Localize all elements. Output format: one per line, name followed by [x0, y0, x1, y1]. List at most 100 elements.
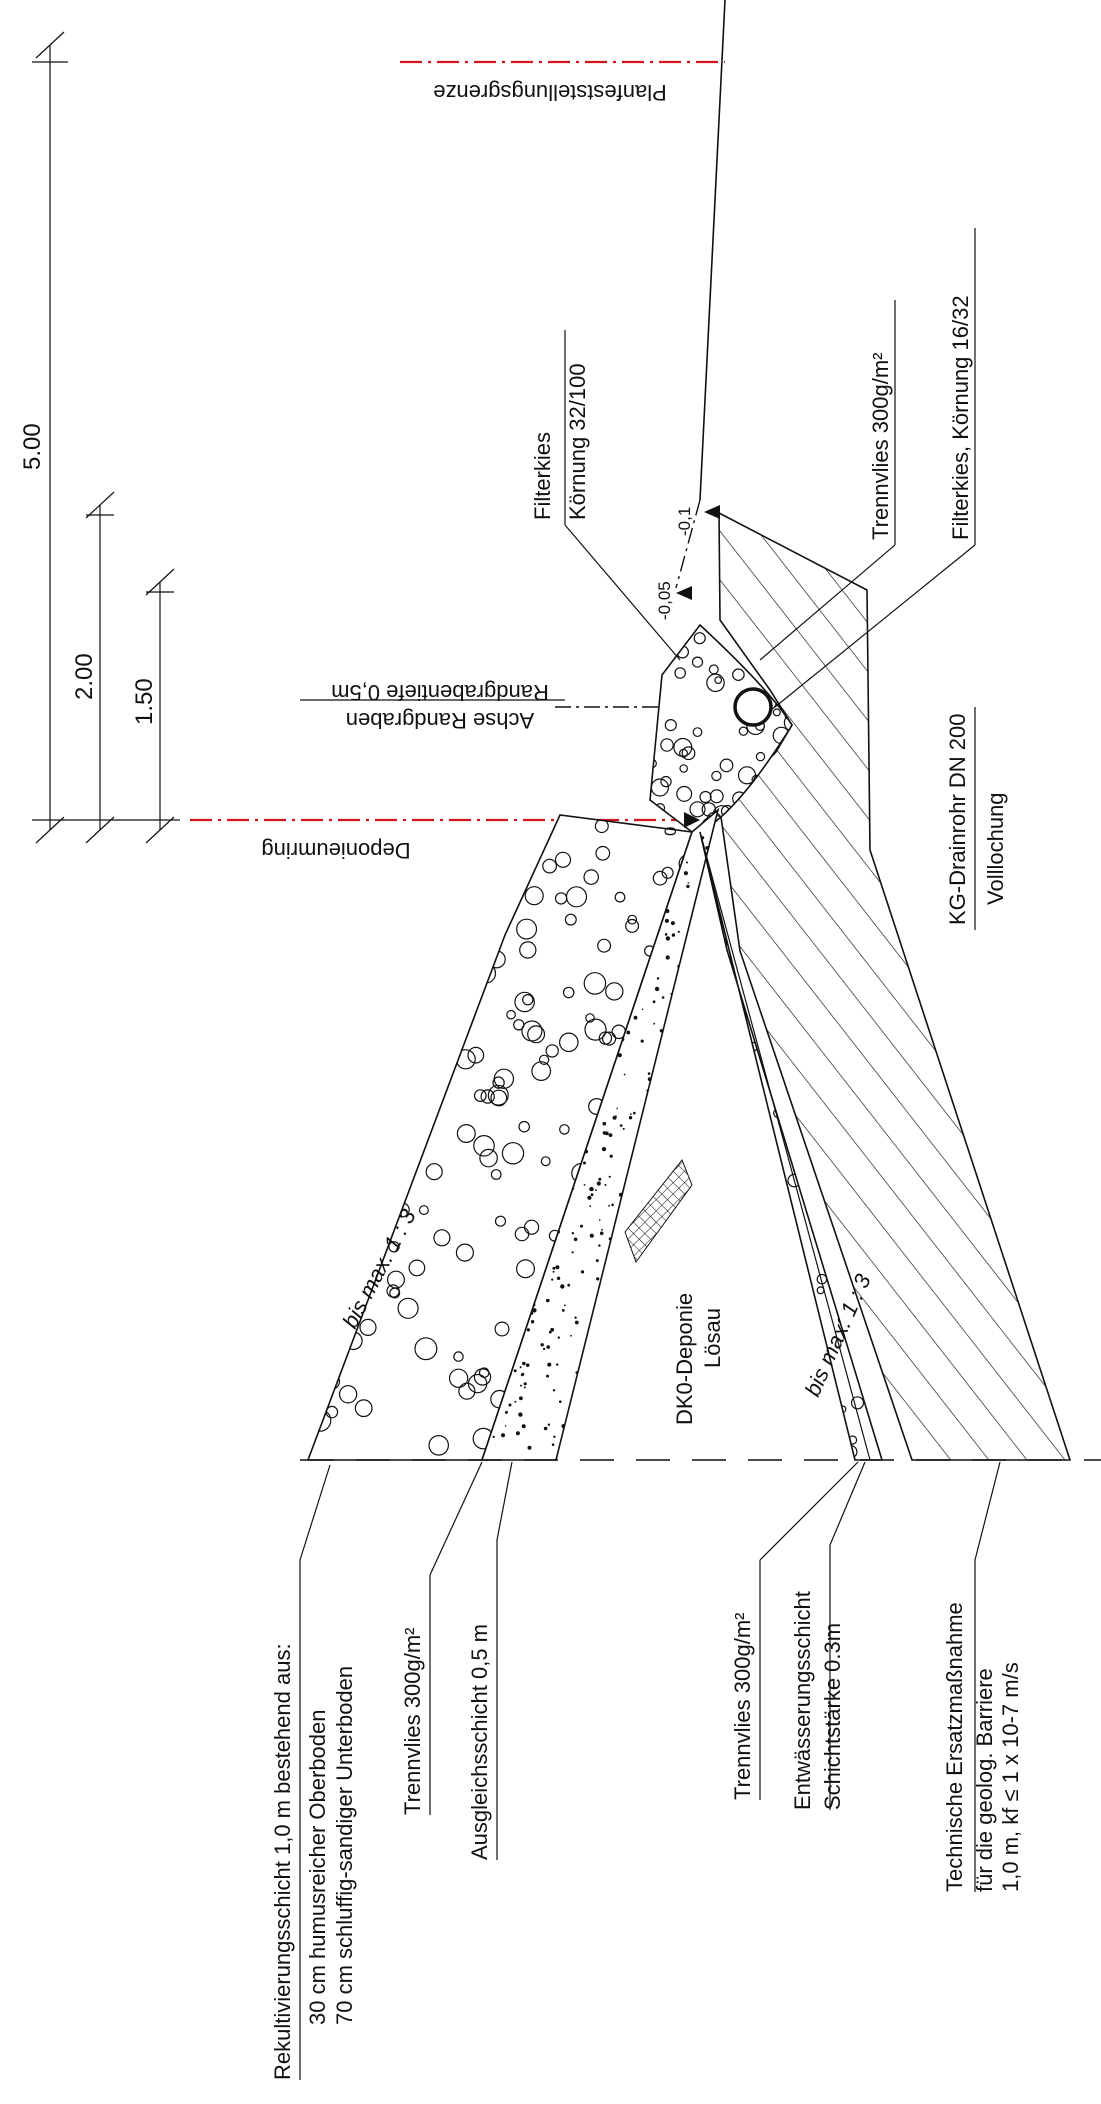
tech-label-1: Technische Ersatzmaßnahme: [942, 1602, 967, 1892]
rek-pebble: [473, 1089, 487, 1102]
rek-pebble: [493, 1068, 515, 1090]
entw-pebble: [709, 1042, 723, 1056]
ausgleich-dot: [674, 1213, 678, 1216]
rek-pebble: [338, 1385, 358, 1404]
ausgleich-dot: [616, 1363, 620, 1366]
ausgleich-dot: [488, 845, 494, 850]
ausgleich-dot: [544, 805, 546, 807]
entw-pebble: [758, 1347, 771, 1359]
rek-pebble: [605, 1254, 618, 1267]
bottom-legend: Rekultivierungsschicht 1,0 m bestehend a…: [270, 1461, 1023, 2080]
ausgleich-dot: [639, 1299, 642, 1302]
ausgleich-dot: [666, 1029, 671, 1034]
rek-pebble: [494, 1321, 510, 1337]
ausgleich-dot: [608, 1204, 610, 1207]
ausgleich-dot: [700, 1231, 705, 1235]
rek-pebble: [350, 912, 360, 922]
entw-label-2: Schichtstärke 0.3m: [820, 1623, 845, 1810]
ausgleich-dot: [522, 858, 525, 861]
rek-pebble: [524, 886, 544, 906]
ausgleich-dot: [488, 884, 492, 889]
filterkies-label: Filterkies: [530, 432, 555, 520]
ausgleich-dot: [617, 1053, 622, 1058]
ausgleich-dot: [515, 838, 518, 841]
entw-pebble: [779, 1422, 789, 1433]
ausgleich-dot: [609, 1154, 613, 1158]
rek-pebble: [595, 845, 611, 861]
rek-pebble: [386, 1284, 400, 1298]
ausgleich-dot: [672, 999, 675, 1003]
rek-pebble: [418, 1205, 429, 1216]
entw-pebble: [727, 1023, 735, 1032]
ausgleich-dot: [655, 1394, 660, 1399]
gravel-pebble: [701, 802, 717, 817]
entw-label-1: Entwässerungsschicht: [790, 1591, 815, 1810]
ausgleich-dot: [521, 1424, 526, 1429]
ausgleich-dot: [520, 1384, 522, 1387]
ausgleich-dot: [699, 1043, 702, 1046]
ausgleich-dot: [706, 1395, 709, 1398]
rek-pebble: [392, 1063, 409, 1080]
rek-pebble: [353, 1037, 366, 1051]
ausgleich-dot: [616, 1360, 620, 1364]
entw-pebble: [719, 1246, 730, 1257]
rek-pebble: [492, 1076, 505, 1089]
rek-pebble: [293, 1120, 307, 1134]
gravel-pebble: [650, 746, 654, 756]
entw-pebble: [709, 952, 723, 967]
ausgleich-dot: [530, 1320, 535, 1324]
ausgleich-dot: [571, 1418, 573, 1420]
rek-pebble: [354, 1399, 373, 1418]
ausgleich-dot: [501, 1433, 505, 1438]
ausgleich-dot: [697, 1190, 699, 1192]
ausgleich-dot: [711, 1245, 716, 1250]
rek-pebble: [487, 1084, 509, 1106]
ausgleich-dot: [483, 851, 486, 854]
dim-second: 2.00: [71, 653, 98, 700]
ausgleich-dot: [593, 1315, 597, 1318]
ausgleich-dot: [598, 1219, 601, 1221]
rek-pebble: [584, 1018, 607, 1041]
ausgleich-dot: [694, 1139, 698, 1142]
ausgleich-dot: [644, 1412, 647, 1415]
rek-pebble: [490, 1169, 502, 1180]
ausgleich-dot: [484, 810, 489, 812]
ausgleich-dot: [689, 1235, 693, 1239]
rek-pebble: [519, 941, 537, 959]
ausgleich-dot: [656, 1112, 659, 1116]
entw-pebble: [700, 1445, 704, 1456]
ausgleich-dot: [636, 1431, 641, 1436]
ausgleich-dot: [598, 1177, 602, 1181]
ausgleich-dot: [508, 810, 513, 814]
ausgleich-dot: [705, 1063, 708, 1066]
ausgleich-dot: [679, 1117, 682, 1119]
rek-pebble: [488, 844, 503, 859]
ausgleich-dot: [628, 1116, 633, 1120]
rekultivierung-layer: [293, 814, 694, 1461]
ausgleich-dot: [552, 1389, 556, 1392]
rek-pebble: [473, 1135, 495, 1157]
ausgleich-dot: [604, 1307, 609, 1311]
elevation-a: 0: [661, 827, 680, 836]
ausgleich-dot: [697, 1407, 701, 1411]
ausgleich-dot: [687, 882, 690, 884]
gravel-pebble: [719, 758, 734, 773]
ausgleich-dot: [515, 1431, 520, 1436]
ausgleich-dot: [708, 1238, 712, 1241]
ausgleich-dot: [641, 1335, 645, 1339]
ausgleich-dot: [542, 810, 547, 812]
rek-pebble: [326, 1212, 350, 1236]
ausgleich-dot: [599, 1231, 604, 1236]
rek-pebble: [328, 941, 340, 953]
rek-pebble: [388, 1241, 400, 1253]
rek-pebble: [428, 1435, 449, 1456]
ausgleich-dot: [667, 1379, 669, 1382]
rek-pebble: [345, 1044, 368, 1067]
ausgleich-dot: [626, 1030, 631, 1035]
rek-pebble: [454, 1002, 476, 1024]
ausgleich-dot: [654, 1353, 657, 1356]
ausgleich-dot: [659, 1029, 664, 1033]
entw-pebble: [768, 1282, 780, 1294]
rek-pebble: [657, 1149, 671, 1162]
rek-pebble: [652, 1161, 669, 1179]
